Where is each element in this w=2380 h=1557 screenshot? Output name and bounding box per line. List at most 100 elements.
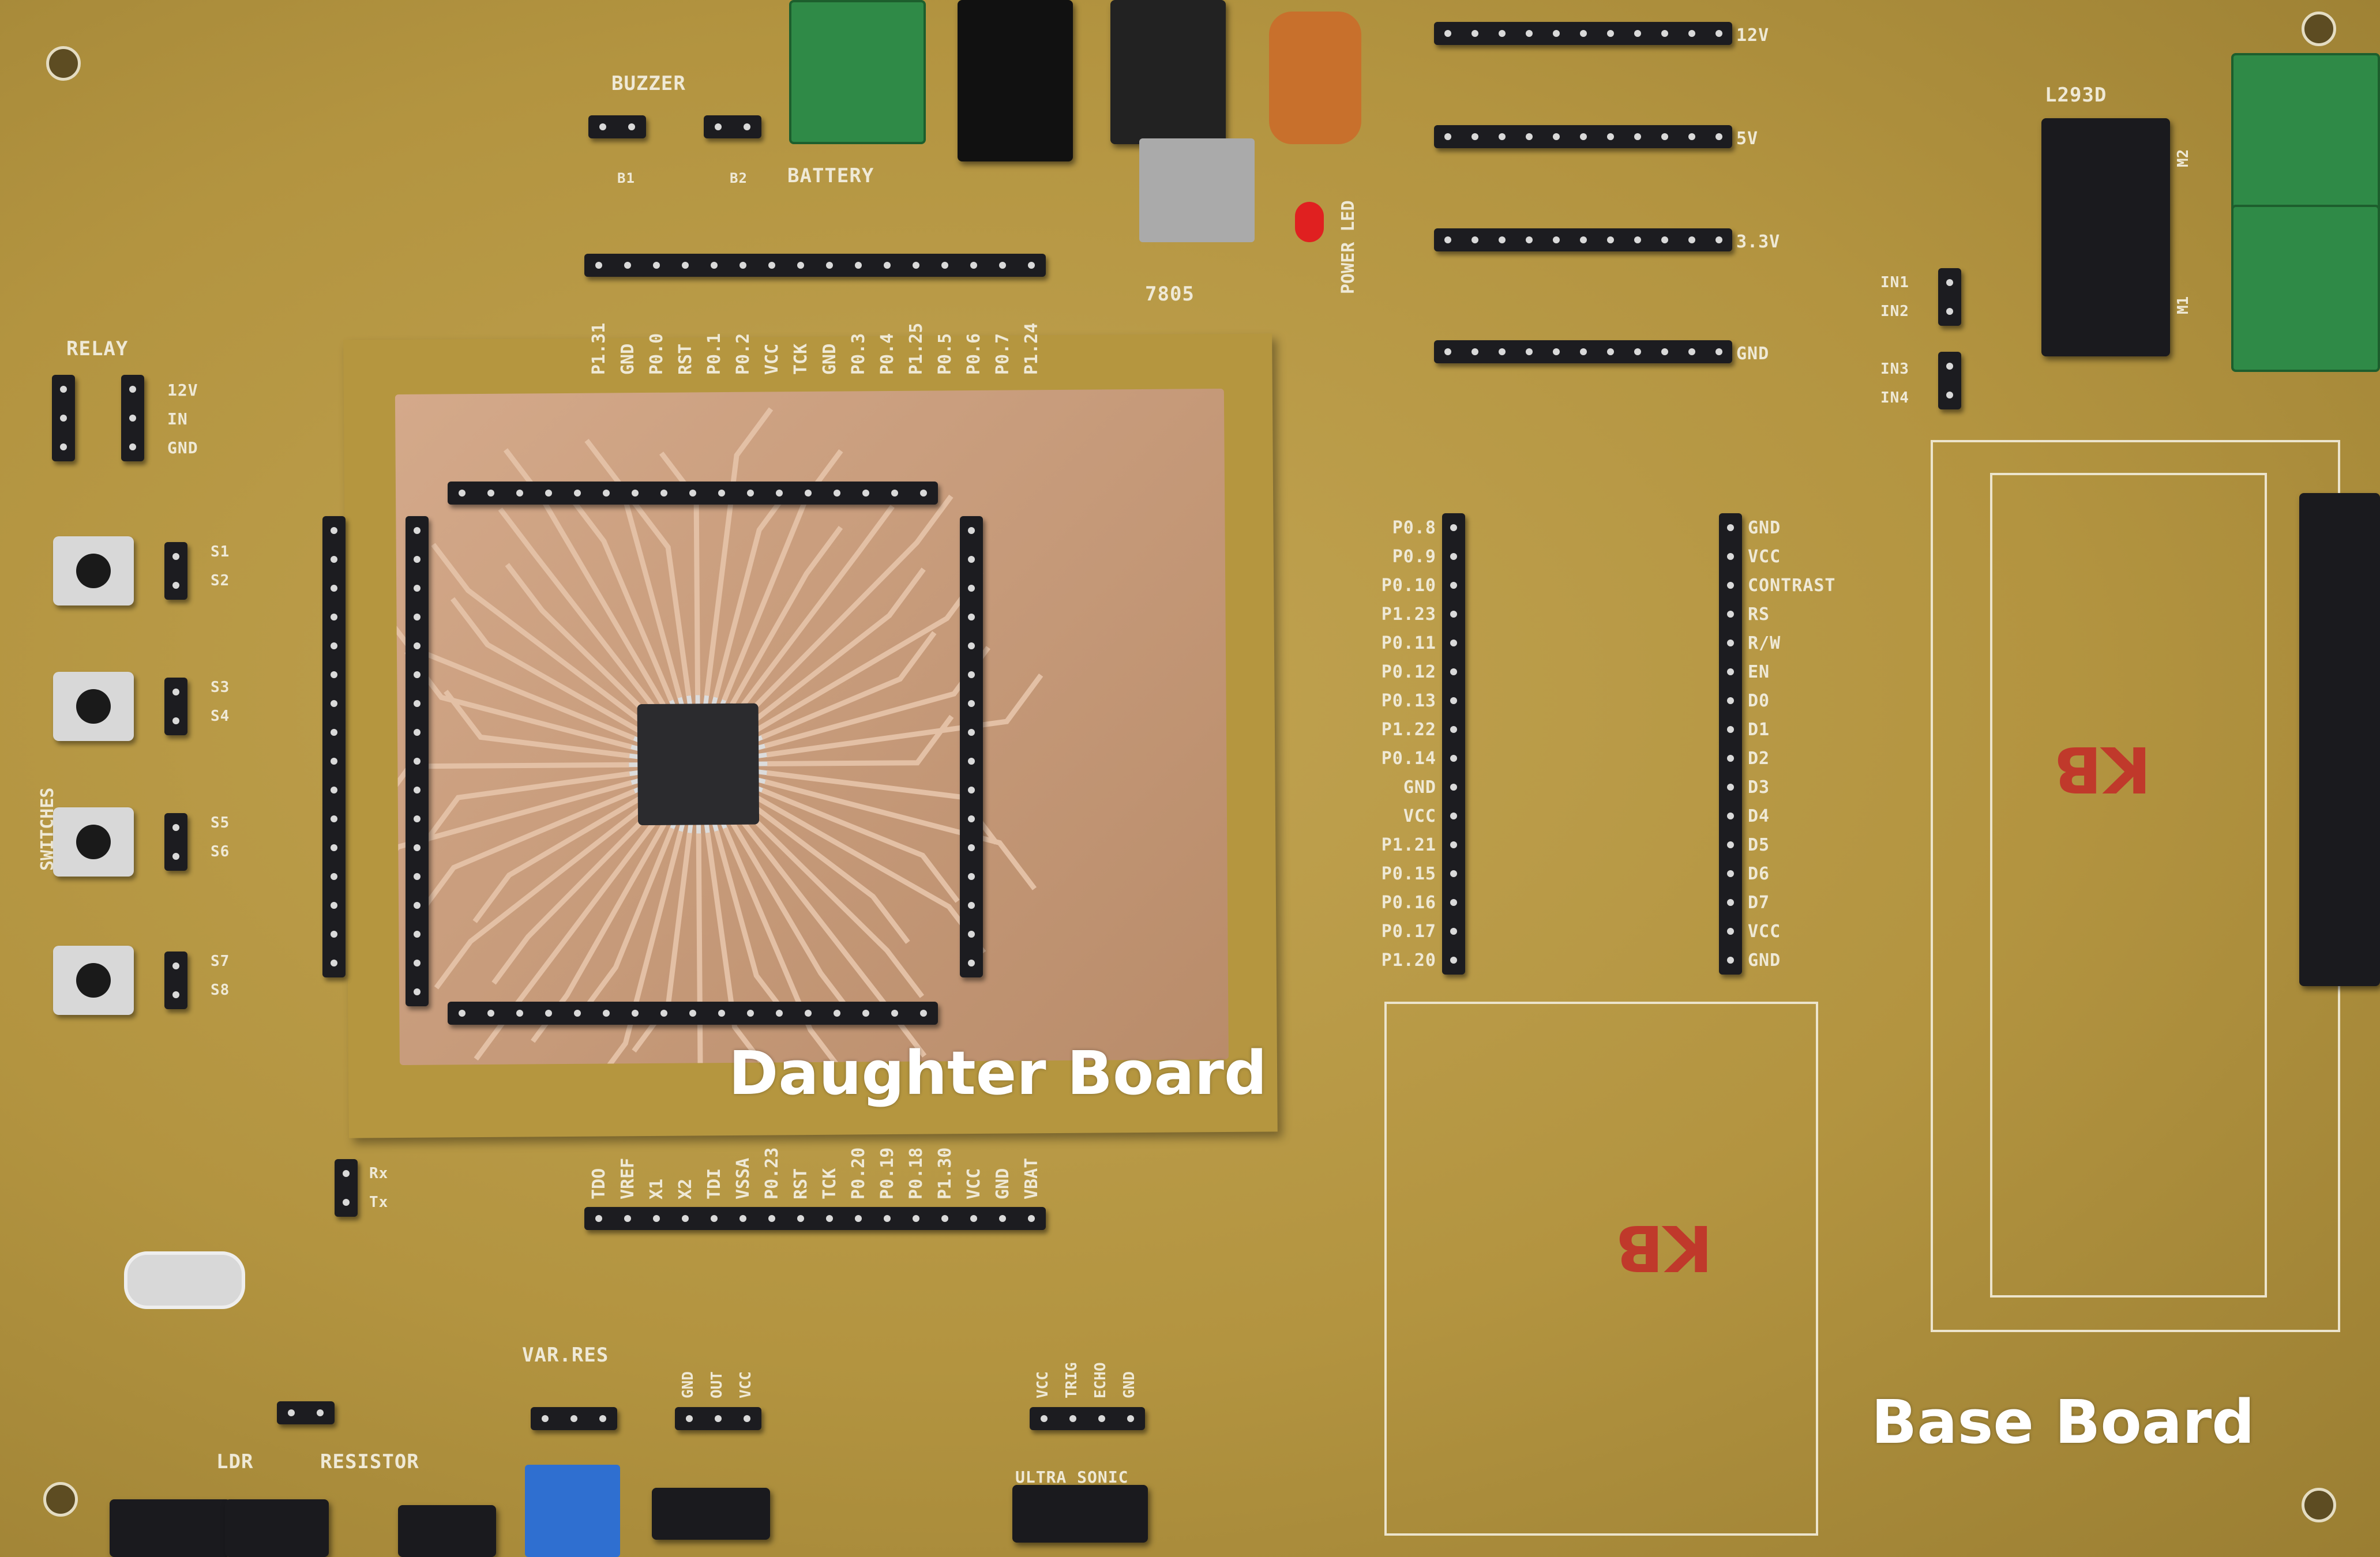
pin-label: RST	[675, 343, 696, 375]
header-pin	[1552, 133, 1560, 140]
header-pin	[331, 585, 337, 592]
header-pin	[343, 1199, 350, 1206]
header-pin	[826, 262, 833, 269]
silk-m2: M2	[2175, 149, 2192, 167]
uart-label: Rx	[369, 1165, 389, 1182]
header-pin	[331, 902, 337, 909]
copper-trace	[431, 543, 645, 725]
push-button-s7[interactable]	[53, 946, 134, 1015]
pin-label: P1.22	[1381, 720, 1436, 740]
power-rail-header	[1434, 228, 1732, 251]
copper-trace	[730, 525, 843, 706]
copper-trace	[422, 771, 630, 846]
push-button-s3[interactable]	[53, 672, 134, 741]
header-pin	[686, 1415, 693, 1422]
header-pin	[487, 1010, 494, 1017]
header-pin	[855, 262, 862, 269]
header-pin	[855, 1215, 862, 1222]
header-pin	[331, 758, 337, 765]
pin-label: P0.12	[1381, 662, 1436, 682]
uart-header	[335, 1159, 358, 1217]
header-pin	[968, 671, 975, 678]
header-pin	[414, 758, 421, 765]
solder-pad	[703, 695, 710, 705]
pin-label: D2	[1748, 749, 1770, 769]
potentiometer[interactable]	[525, 1465, 620, 1557]
header-pin	[660, 1010, 667, 1017]
header-pin	[1444, 30, 1451, 37]
pin-label: GND	[1748, 518, 1781, 538]
header-pin	[1450, 813, 1457, 819]
pin-label: P0.8	[1392, 518, 1436, 538]
pin-label: P0.2	[733, 333, 753, 375]
switch-label: S2	[211, 572, 230, 589]
header-pin	[1634, 30, 1641, 37]
header-pin	[1946, 308, 1953, 315]
header-pin	[682, 262, 689, 269]
header-pin	[689, 1010, 696, 1017]
mounting-hole	[43, 1482, 78, 1517]
lm35-socket	[652, 1488, 770, 1540]
header-pin	[172, 717, 179, 724]
header-pin	[805, 1010, 812, 1017]
header-pin	[1727, 784, 1734, 791]
header-pin	[1727, 524, 1734, 531]
header-pin	[1450, 697, 1457, 704]
push-button-s5[interactable]	[53, 807, 134, 877]
header-pin	[968, 729, 975, 736]
header-pin	[172, 962, 179, 969]
copper-trace	[630, 499, 692, 697]
pin-label: P0.17	[1381, 922, 1436, 942]
header-pin	[632, 1010, 639, 1017]
header-pin	[1471, 236, 1478, 243]
copper-trace	[766, 674, 1043, 758]
header-pin	[1727, 611, 1734, 618]
pin-label: VBAT	[1022, 1157, 1042, 1199]
header-pin	[1688, 348, 1695, 355]
header-pin	[739, 1215, 746, 1222]
header-pin	[920, 1010, 927, 1017]
header-pin	[1450, 755, 1457, 762]
header-pin	[1450, 611, 1457, 618]
sensor-pin-label: GND	[680, 1371, 697, 1398]
header-pin	[1946, 363, 1953, 370]
header-pin	[715, 1415, 722, 1422]
copper-trace	[738, 505, 895, 711]
copper-trace	[722, 827, 848, 1065]
pin-label: P1.20	[1381, 950, 1436, 971]
sensor-header	[675, 1407, 761, 1430]
header-pin	[1634, 133, 1641, 140]
var-res-pins	[531, 1407, 617, 1430]
top-breakout-header	[584, 254, 1046, 277]
header-pin	[1634, 348, 1641, 355]
copper-trace	[451, 597, 640, 732]
switch-label: S8	[211, 981, 230, 999]
header-pin	[768, 262, 775, 269]
push-button-s1[interactable]	[53, 536, 134, 606]
header-pin	[331, 614, 337, 620]
pin-label: P1.23	[1381, 604, 1436, 625]
socket	[398, 1505, 496, 1557]
header-pin	[718, 490, 725, 497]
header-pin	[968, 700, 975, 707]
header-pin	[913, 1215, 919, 1222]
battery-terminal-block	[789, 0, 926, 144]
header-pin	[941, 1215, 948, 1222]
relay-pin-label: GND	[167, 438, 198, 457]
header-pin	[599, 123, 606, 130]
header-pin	[834, 490, 840, 497]
header-pin	[1498, 133, 1506, 140]
ultrasonic-pin-label: GND	[1121, 1371, 1138, 1398]
buzzer-pins	[588, 115, 646, 138]
header-pin	[653, 262, 660, 269]
pin-label: D0	[1748, 691, 1770, 711]
copper-trace	[761, 788, 960, 903]
l293d-ic-socket	[2041, 118, 2170, 356]
header-pin	[920, 490, 927, 497]
motor-terminal-m1	[2231, 205, 2380, 372]
header-pin	[60, 386, 67, 393]
motor-input-header	[1938, 352, 1961, 409]
header-pin	[1946, 279, 1953, 286]
switch-label: S4	[211, 708, 230, 725]
header-pin	[768, 1215, 775, 1222]
